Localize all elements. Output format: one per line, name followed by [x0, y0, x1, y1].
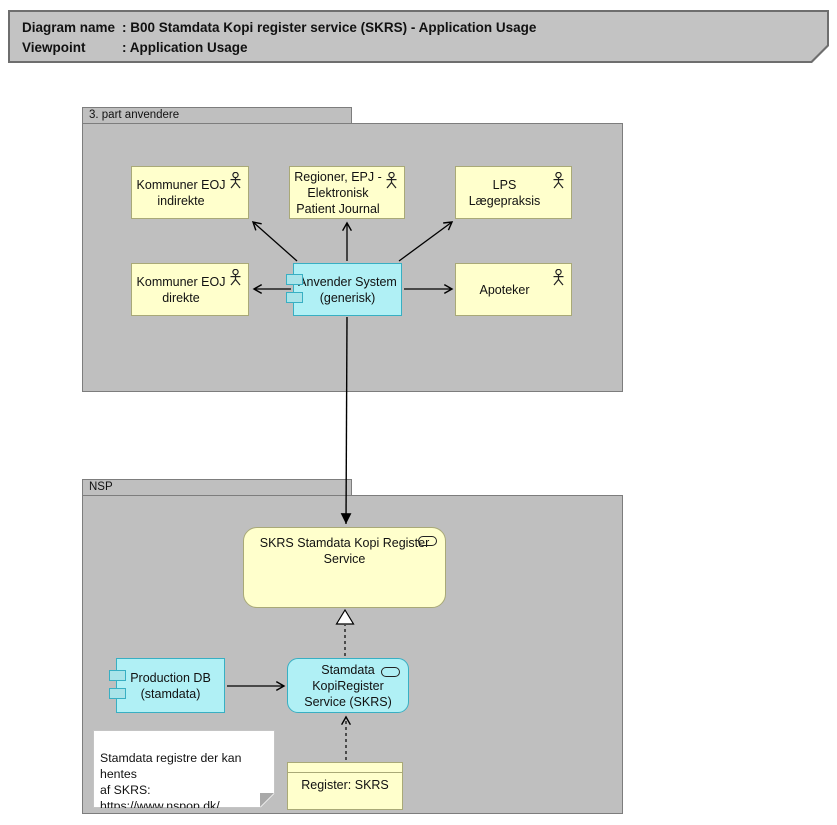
actor-icon	[386, 172, 397, 189]
node-label: Kommuner EOJ direkte	[136, 274, 226, 305]
component-icon	[109, 670, 126, 681]
title-value: : B00 Stamdata Kopi register service (SK…	[122, 20, 537, 35]
actor-icon	[553, 269, 564, 286]
diagram-title-block: Diagram name : B00 Stamdata Kopi register…	[8, 10, 829, 63]
node-anvender-system: Anvender System (generisk)	[286, 263, 402, 316]
title-row-viewpoint: Viewpoint : Application Usage	[22, 38, 827, 58]
node-stamdata-kopiregister-service: Stamdata KopiRegister Service (SKRS)	[287, 658, 409, 713]
group-body-third-party	[82, 123, 623, 392]
node-label: Register: SKRS	[301, 778, 389, 792]
node-label: Anvender System (generisk)	[298, 274, 397, 305]
node-label: LPS Lægepraksis	[468, 177, 541, 208]
service-icon	[381, 667, 400, 677]
diagram-title-inner: Diagram name : B00 Stamdata Kopi register…	[10, 12, 827, 61]
node-kommuner-eoj-indirekte: Kommuner EOJ indirekte	[131, 166, 249, 219]
group-label: 3. part anvendere	[89, 109, 180, 121]
title-value: : Application Usage	[122, 40, 248, 55]
node-label: Production DB (stamdata)	[130, 670, 211, 701]
node-apoteker: Apoteker	[455, 263, 572, 316]
group-tab-third-party: 3. part anvendere	[82, 107, 352, 124]
node-label: Stamdata KopiRegister Service (SKRS)	[304, 662, 392, 709]
node-lps-laegepraksis: LPS Lægepraksis	[455, 166, 572, 219]
note-stamdata-registre: Stamdata registre der kan hentes af SKRS…	[93, 730, 275, 808]
title-row-diagram-name: Diagram name : B00 Stamdata Kopi register…	[22, 18, 827, 38]
node-register-skrs: Register: SKRS	[287, 762, 403, 810]
object-header-band	[288, 763, 402, 773]
component-icon	[286, 274, 303, 285]
node-label: SKRS Stamdata Kopi Register Service	[259, 536, 430, 566]
component-icon	[109, 688, 126, 699]
node-label: Apoteker	[479, 282, 530, 297]
actor-icon	[230, 269, 241, 286]
node-kommuner-eoj-direkte: Kommuner EOJ direkte	[131, 263, 249, 316]
node-skrs-stamdata-kopi-register-service: SKRS Stamdata Kopi Register Service	[243, 527, 446, 608]
actor-icon	[230, 172, 241, 189]
group-tab-nsp: NSP	[82, 479, 352, 496]
node-regioner-epj: Regioner, EPJ - Elektronisk Patient Jour…	[289, 166, 405, 219]
node-label: Kommuner EOJ indirekte	[136, 177, 226, 208]
title-label: Viewpoint	[22, 40, 86, 55]
node-label: Regioner, EPJ - Elektronisk Patient Jour…	[294, 169, 382, 216]
node-production-db: Production DB (stamdata)	[109, 658, 225, 713]
actor-icon	[553, 172, 564, 189]
component-icon	[286, 292, 303, 303]
title-label: Diagram name	[22, 20, 116, 35]
group-label: NSP	[89, 481, 113, 493]
service-icon	[418, 536, 437, 546]
